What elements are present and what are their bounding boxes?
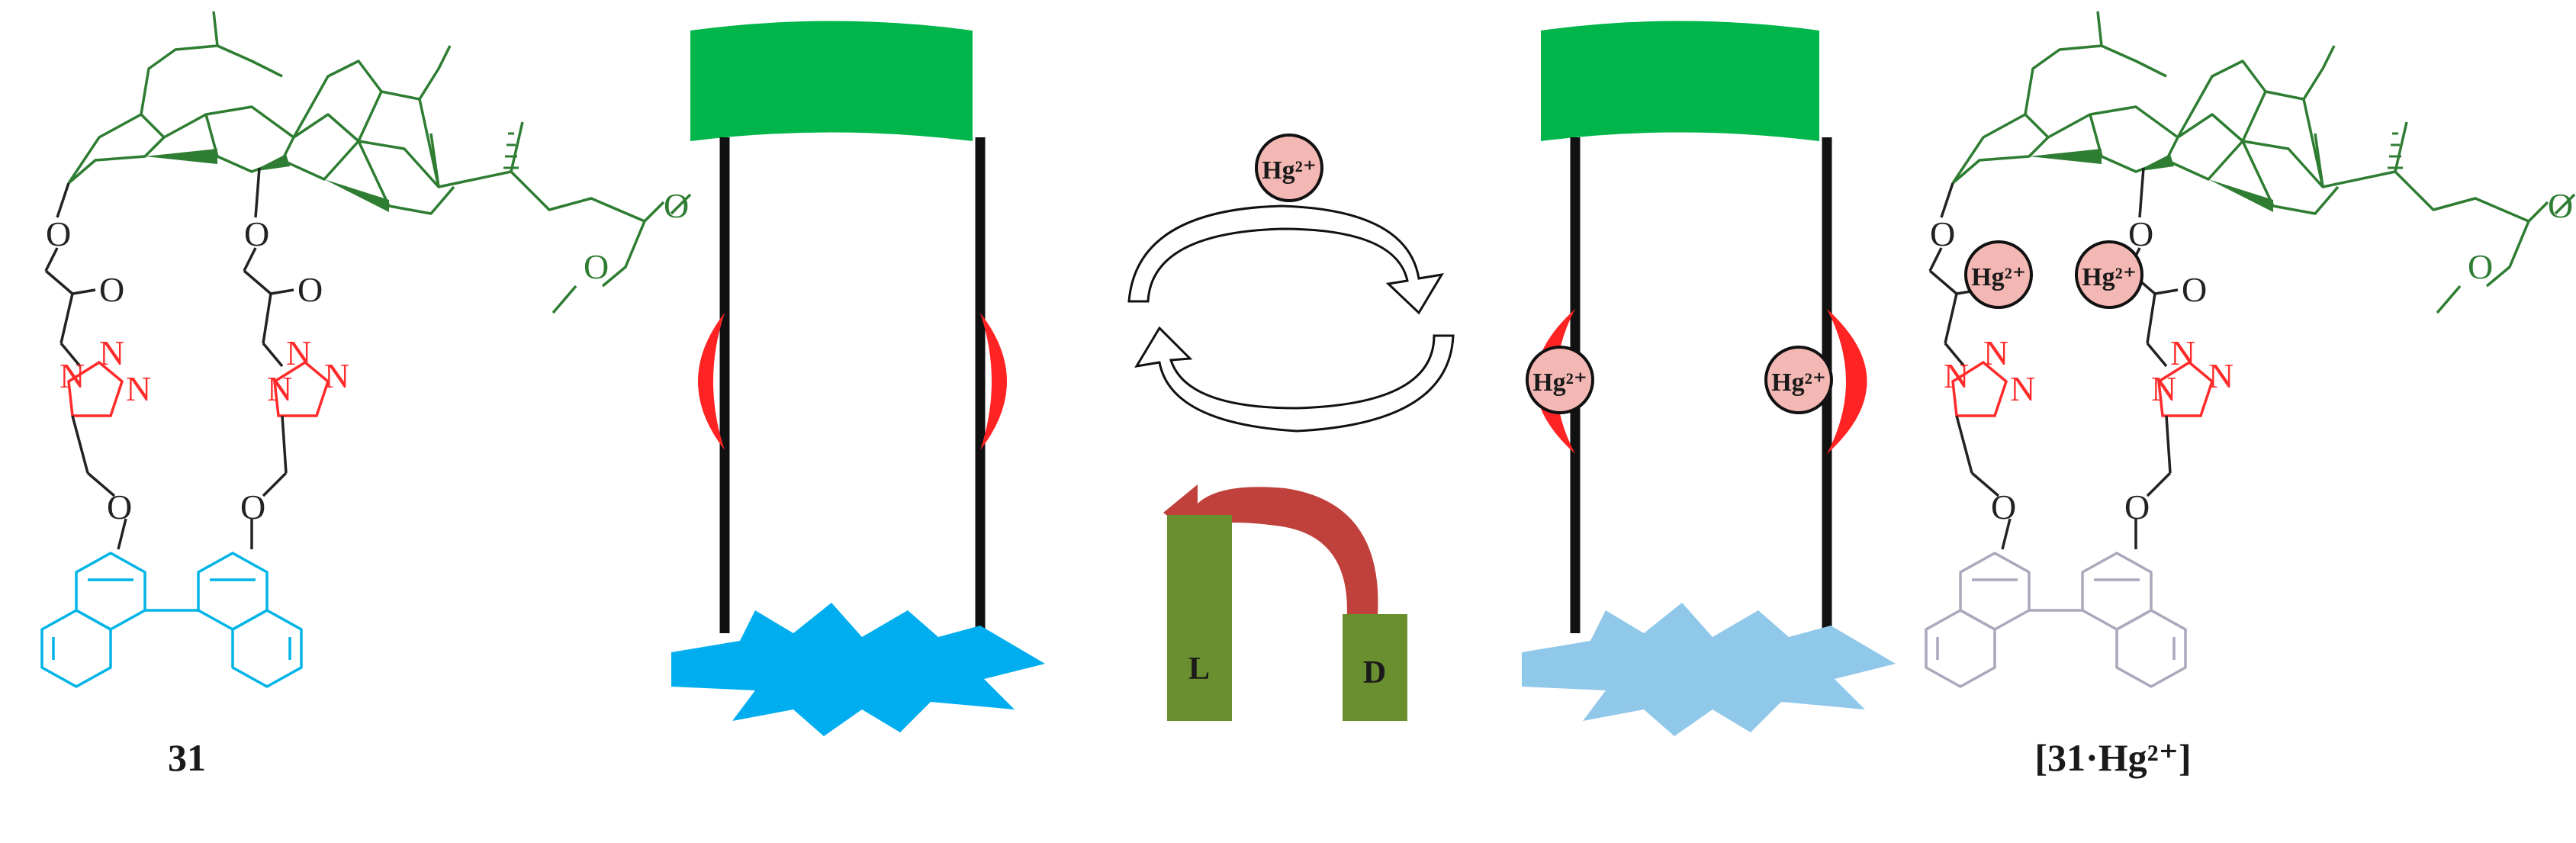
- sensor-cartoon-free: [671, 21, 1045, 736]
- binding-site-left: [698, 313, 725, 450]
- ion-bound-left: Hg²⁺: [1526, 346, 1594, 414]
- complex-label: [31·Hg²⁺]: [2034, 736, 2191, 779]
- svg-text:Hg²⁺: Hg²⁺: [1971, 263, 2026, 291]
- ion-free: Hg²⁺: [1255, 134, 1323, 202]
- binaphthyl-unit-quenched: [1925, 552, 2187, 688]
- svg-text:Hg²⁺: Hg²⁺: [1771, 368, 1826, 397]
- bar-d: [1343, 614, 1407, 721]
- ion-bound-right: Hg²⁺: [1764, 346, 1833, 414]
- sensor-cartoon-bound: Hg²⁺ Hg²⁺: [1522, 21, 1896, 736]
- binding-site-right: [1827, 309, 1867, 454]
- svg-text:Hg²⁺: Hg²⁺: [1262, 156, 1317, 185]
- svg-text:Hg²⁺: Hg²⁺: [1532, 368, 1587, 397]
- complex-31-hg: Hg²⁺ Hg²⁺: [1925, 10, 2576, 688]
- molecule-31: [40, 10, 692, 688]
- binding-cycle: Hg²⁺: [1127, 134, 1455, 433]
- svg-text:Hg²⁺: Hg²⁺: [2082, 263, 2137, 291]
- ion-in-complex-left: Hg²⁺: [1964, 240, 2033, 309]
- bar-l: [1167, 515, 1232, 721]
- steroid-bracket: [690, 21, 973, 141]
- bar-d-label: D: [1363, 655, 1386, 690]
- binding-site-right: [980, 313, 1007, 450]
- binaphthyl-unit-fluorescent: [40, 552, 303, 688]
- bar-l-label: L: [1188, 652, 1210, 687]
- fluorescence-burst-quenched: [1522, 603, 1896, 736]
- ion-in-complex-right: Hg²⁺: [2075, 240, 2143, 309]
- steroid-bracket: [1541, 21, 1819, 141]
- fluorescence-burst-on: [671, 603, 1045, 736]
- arrow-binding: [1127, 204, 1444, 315]
- arrow-release: [1134, 326, 1455, 433]
- cd-signal-bars: L D: [1163, 484, 1407, 721]
- compound-label: 31: [168, 736, 206, 779]
